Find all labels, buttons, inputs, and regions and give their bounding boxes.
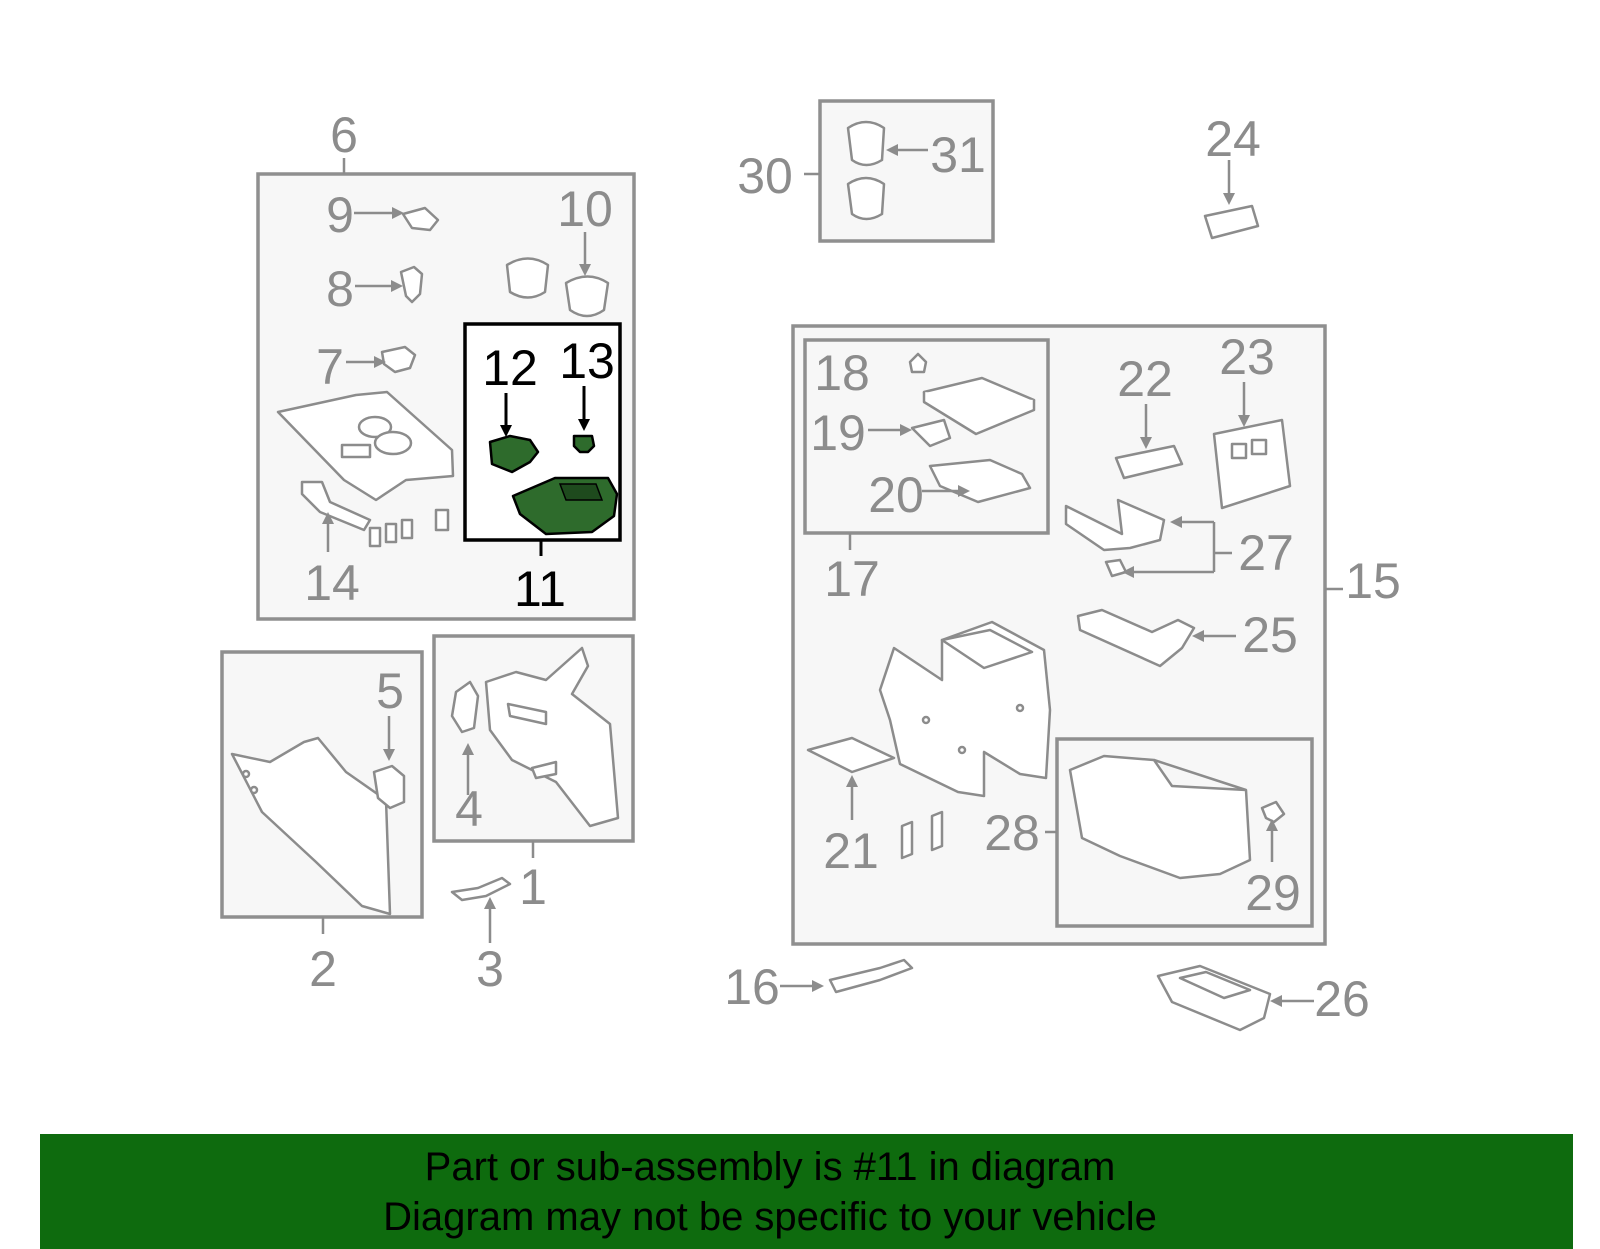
part-21-mat [806,736,896,820]
part-29-clip [1260,800,1286,862]
part-11-cup-holder-assembly[interactable] [511,476,619,536]
callout-20: 20 [868,467,924,523]
callout-24: 24 [1205,111,1261,167]
part-20-hinge [922,458,1032,504]
callout-21: 21 [823,823,879,879]
part-8-clip [355,265,424,304]
callout-14: 14 [304,555,360,611]
part-14-switch-bracket [300,480,450,552]
callout-1: 1 [519,859,547,915]
callout-31: 31 [930,127,986,183]
callout-26: 26 [1314,971,1370,1027]
callout-7: 7 [316,339,344,395]
callout-17: 17 [824,551,880,607]
callout-12[interactable]: 12 [482,340,538,396]
part-31-insert [886,144,928,156]
part-3-bracket [450,876,512,943]
part-17-lid [922,376,1036,436]
banner-text: Part or sub-assembly is #11 in diagram D… [40,1142,1500,1242]
callout-3: 3 [476,941,504,997]
banner-line-disclaimer: Diagram may not be specific to your vehi… [383,1195,1157,1239]
part-18-clip [908,352,928,374]
callout-23: 23 [1219,329,1275,385]
part-7-clip [346,345,417,374]
part-26-tray [1156,964,1314,1032]
part-19-latch [868,418,952,448]
callout-27: 27 [1238,525,1294,581]
part-25-bracket [1076,608,1236,668]
callout-9: 9 [326,187,354,243]
part-12-bracket[interactable] [488,393,540,474]
part-9-knob [354,206,440,232]
part-console-panel [276,390,455,502]
part-23-bezel [1212,382,1292,510]
callout-15: 15 [1345,553,1401,609]
group-box-30 [818,99,995,243]
callout-29: 29 [1245,865,1301,921]
callout-11[interactable]: 11 [514,561,566,617]
part-24-plate [1203,160,1260,240]
callout-18: 18 [814,345,870,401]
callout-4: 4 [455,781,483,837]
part-16-bracket [780,958,914,994]
part-spacer-pair [900,810,944,860]
part-27-bracket [1064,498,1232,578]
callout-8: 8 [326,261,354,317]
callout-16: 16 [724,959,780,1015]
banner-line-part: Part or sub-assembly is #11 in diagram [424,1145,1116,1189]
callout-10: 10 [557,181,613,237]
callout-28: 28 [984,805,1040,861]
part-1-side-panel [484,646,620,828]
part-28-storage-box [1068,754,1252,880]
part-13-screw[interactable] [572,386,596,454]
part-4-clip [450,680,480,795]
part-10-cup-holder [505,232,610,318]
part-5-clip [372,716,406,810]
callout-22: 22 [1117,351,1173,407]
part-15-console-body [878,620,1052,798]
callout-5: 5 [376,663,404,719]
callout-19: 19 [810,405,866,461]
callout-30: 30 [737,148,793,204]
part-22-switch [1114,404,1184,480]
callout-25: 25 [1242,607,1298,663]
callout-6: 6 [330,107,358,163]
info-banner: Part or sub-assembly is #11 in diagram D… [40,1134,1573,1249]
callout-13[interactable]: 13 [559,333,615,389]
callout-2: 2 [309,941,337,997]
part-30-cup-holder-set [846,120,886,221]
